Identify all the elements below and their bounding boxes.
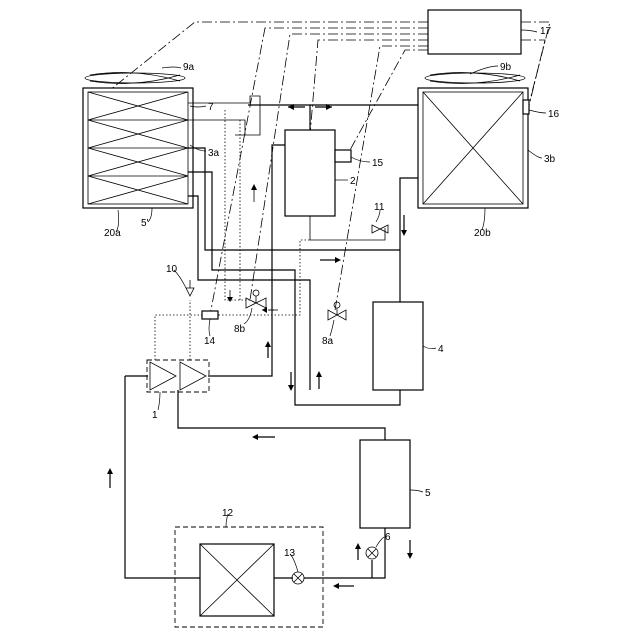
valve-10: [186, 280, 194, 296]
label-3a: 3a: [208, 148, 220, 159]
label-2: 2: [350, 176, 356, 187]
label-7: 7: [208, 102, 214, 113]
label-5: 5: [425, 488, 431, 499]
sensor-14: [202, 311, 218, 319]
label-6: 6: [385, 532, 391, 543]
label-1: 1: [152, 410, 158, 421]
label-8a: 8a: [322, 336, 334, 347]
expansion-valve-13: [292, 572, 304, 584]
label-9b: 9b: [500, 62, 512, 73]
label-17: 17: [540, 26, 552, 37]
fan-9b-icon: [425, 73, 525, 84]
valve-8b: [246, 290, 266, 308]
valve-8a: [328, 302, 346, 320]
sensor-15: [335, 150, 351, 162]
label-20a: 20a: [104, 228, 121, 239]
tank-5: [360, 440, 410, 528]
label-14: 14: [204, 336, 216, 347]
label-12: 12: [222, 508, 234, 519]
label-9a: 9a: [183, 62, 195, 73]
label-5prime: 5': [141, 218, 149, 229]
accumulator-2: [285, 130, 351, 216]
label-11: 11: [374, 202, 385, 213]
heat-exchanger-20b: [418, 88, 529, 208]
label-8b: 8b: [234, 324, 246, 335]
label-15: 15: [372, 158, 384, 169]
compressor-1: [147, 360, 209, 392]
controller-box: [428, 10, 521, 54]
label-16: 16: [548, 109, 560, 120]
valve-11: [372, 225, 388, 233]
sensor-16: [523, 100, 529, 114]
tank-4: [373, 302, 423, 390]
heat-exchanger-20a: [83, 88, 193, 208]
label-4: 4: [438, 344, 444, 355]
label-10: 10: [166, 264, 178, 275]
fan-9a-icon: [85, 73, 185, 84]
label-3b: 3b: [544, 154, 556, 165]
label-13: 13: [284, 548, 296, 559]
label-20b: 20b: [474, 228, 491, 239]
valve-6: [366, 547, 378, 559]
outdoor-unit-12: [175, 527, 323, 627]
